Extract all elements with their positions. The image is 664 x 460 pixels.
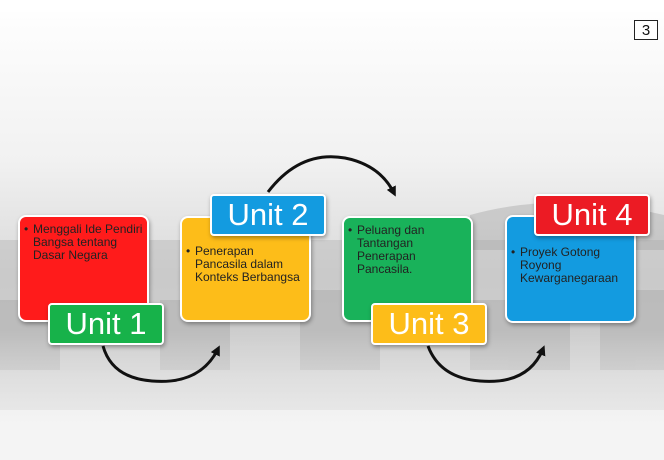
unit-1-label: Unit 1 (48, 303, 164, 345)
unit-4-bullet: Proyek Gotong Royong Kewarganegaraan (511, 246, 633, 285)
unit-2-label: Unit 2 (210, 194, 326, 236)
unit-4-label: Unit 4 (534, 194, 650, 236)
unit-1-bullet: Menggali Ide Pendiri Bangsa tentang Dasa… (24, 223, 144, 262)
unit-2-bullet-list: Penerapan Pancasila dalam Konteks Berban… (186, 245, 308, 284)
unit-3-bullet-list: Peluang dan Tantangan Penerapan Pancasil… (348, 224, 458, 276)
unit-1-bullet-list: Menggali Ide Pendiri Bangsa tentang Dasa… (24, 223, 144, 262)
unit-1-content-box: Menggali Ide Pendiri Bangsa tentang Dasa… (18, 215, 149, 322)
unit-4-bullet-list: Proyek Gotong Royong Kewarganegaraan (511, 246, 633, 285)
unit-3-bullet: Peluang dan Tantangan Penerapan Pancasil… (348, 224, 458, 276)
unit-2-bullet: Penerapan Pancasila dalam Konteks Berban… (186, 245, 308, 284)
unit-3-label: Unit 3 (371, 303, 487, 345)
page-number: 3 (634, 20, 658, 40)
